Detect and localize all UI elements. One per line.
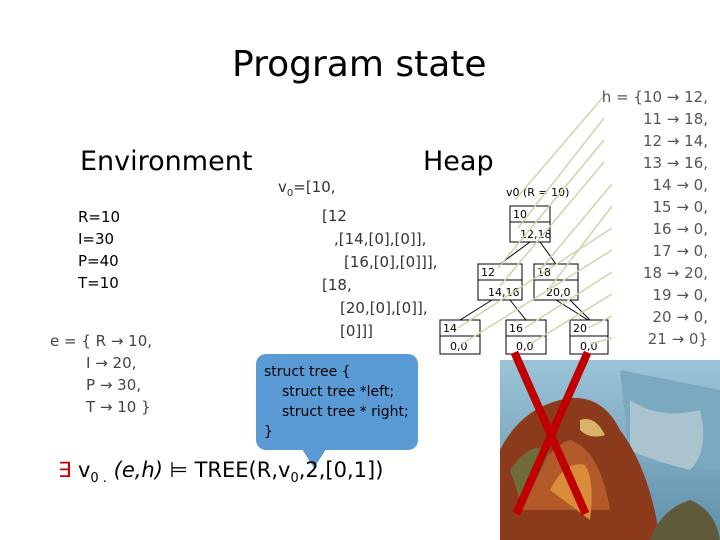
heap-value-line: =[10, — [293, 178, 336, 196]
hmap-line: 21 → 0} — [647, 330, 708, 348]
heap-value-sub: 0 — [286, 188, 294, 199]
heap-map: h = {10 → 12, 11 → 18, 12 → 14, 13 → 16,… — [590, 86, 708, 350]
tree-node-12 — [477, 263, 523, 301]
tree-cell: 16 — [509, 322, 523, 335]
hmap-line: 13 → 16, — [642, 154, 708, 172]
environment-vars: R=10 I=30 P=40 T=10 — [78, 206, 120, 294]
heap-value: v0=[10, [12 ,[14,[0],[0]], [16,[0],[0]]]… — [278, 176, 437, 343]
hmap-line: h = {10 → 12, — [601, 88, 708, 106]
tree-cell: 20 — [573, 322, 587, 335]
emap-line: e = { R → 10, — [50, 332, 153, 350]
heap-value-line: [18, — [322, 276, 352, 294]
callout-tail — [300, 446, 328, 468]
hmap-line: 11 → 18, — [642, 110, 708, 128]
formula-sub: 0 — [290, 471, 299, 487]
struct-line: struct tree *left; — [282, 384, 395, 400]
tree-cell: 20,0 — [546, 286, 571, 299]
environment-map: e = { R → 10, I → 20, P → 30, T → 10 } — [50, 330, 152, 418]
heap-value-line: [0]]] — [340, 322, 373, 340]
struct-line: struct tree { — [264, 364, 351, 380]
tree-cell: 10 — [513, 208, 527, 221]
cross-icon — [510, 350, 592, 516]
tree-node-16 — [505, 319, 547, 355]
hmap-line: 20 → 0, — [652, 308, 708, 326]
formula-eh: (e,h) — [113, 458, 163, 482]
hmap-line: 18 → 20, — [642, 264, 708, 282]
formula-sub: 0 . — [90, 471, 107, 487]
struct-line: } — [264, 424, 273, 440]
hmap-line: 16 → 0, — [652, 220, 708, 238]
heap-heading: Heap — [423, 146, 494, 177]
tree-cell: 12 — [481, 266, 495, 279]
emap-line: T → 10 } — [86, 398, 151, 416]
formula-tail: ,2,[0,1]) — [298, 458, 384, 482]
struct-definition: struct tree { struct tree *left; struct … — [264, 362, 409, 442]
hmap-line: 15 → 0, — [652, 198, 708, 216]
env-var: P=40 — [78, 252, 119, 270]
slide-title: Program state — [232, 44, 487, 85]
formula-v: v — [77, 458, 91, 482]
env-var: I=30 — [78, 230, 115, 248]
tree-cell: 14,16 — [488, 286, 520, 299]
struct-callout — [256, 354, 418, 450]
tree-cell: 14 — [443, 322, 457, 335]
env-var: R=10 — [78, 208, 121, 226]
emap-line: I → 20, — [86, 354, 137, 372]
env-var: T=10 — [78, 274, 119, 292]
tree-cell: 0,0 — [516, 340, 534, 353]
tree-root-label: v0 (R = 10) — [506, 186, 569, 199]
heap-value-v: v — [278, 178, 287, 196]
heap-value-line: ,[14,[0],[0]], — [334, 230, 427, 248]
tree-formula: ∃ v0 . (e,h) ⊨ TREE(R,v0,2,[0,1]) — [58, 458, 383, 486]
emap-line: P → 30, — [86, 376, 142, 394]
heap-value-line: [12 — [322, 207, 347, 225]
exists-symbol: ∃ — [58, 458, 72, 482]
heap-value-line: [20,[0],[0]], — [340, 299, 428, 317]
hmap-line: 14 → 0, — [652, 176, 708, 194]
hmap-line: 17 → 0, — [652, 242, 708, 260]
struct-line: struct tree * right; — [282, 404, 409, 420]
hmap-line: 12 → 14, — [642, 132, 708, 150]
hmap-line: 19 → 0, — [652, 286, 708, 304]
heap-value-line: [16,[0],[0]]], — [344, 253, 438, 271]
formula-models: ⊨ TREE(R,v — [162, 458, 291, 482]
environment-heading: Environment — [80, 146, 253, 177]
